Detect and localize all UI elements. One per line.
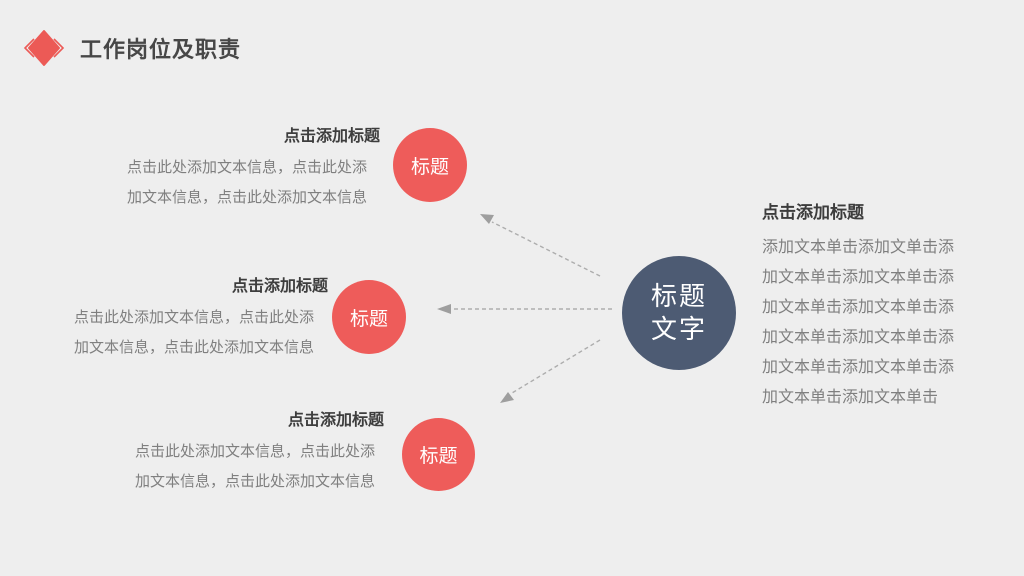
detail-block-2: 点击添加标题 点击此处添加文本信息，点击此处添 加文本信息，点击此处添加文本信息 bbox=[42, 276, 346, 363]
summary-body-line: 加文本单击添加文本单击添 bbox=[762, 269, 955, 286]
detail-block-3-body: 点击此处添加文本信息，点击此处添 加文本信息，点击此处添加文本信息 bbox=[108, 437, 402, 497]
detail-block-3-title: 点击添加标题 bbox=[287, 412, 384, 429]
summary-body-line: 加文本单击添加文本单击添 bbox=[762, 329, 955, 346]
summary-block: 点击添加标题 添加文本单击添加文单击添 加文本单击添加文本单击添 加文本单击添加… bbox=[762, 201, 1002, 413]
detail-block-3: 点击添加标题 点击此处添加文本信息，点击此处添 加文本信息，点击此处添加文本信息 bbox=[108, 410, 402, 497]
arrow-line-bottom bbox=[511, 339, 601, 394]
arrowhead-top-icon bbox=[480, 214, 494, 224]
center-circle: 标题 文字 bbox=[622, 256, 736, 370]
topic-circle-1: 标题 bbox=[393, 128, 467, 202]
detail-block-1: 点击添加标题 点击此处添加文本信息，点击此处添 加文本信息，点击此处添加文本信息 bbox=[96, 126, 398, 213]
diamond-icon bbox=[22, 26, 66, 70]
detail-block-2-title: 点击添加标题 bbox=[231, 278, 328, 295]
slide-header: 工作岗位及职责 bbox=[22, 26, 241, 70]
summary-body-line: 加文本单击添加文本单击添 bbox=[762, 299, 955, 316]
detail-block-3-body-line1: 点击此处添加文本信息，点击此处添 bbox=[134, 443, 375, 460]
center-circle-label-line1: 标题 bbox=[650, 281, 707, 311]
summary-body-line: 添加文本单击添加文单击添 bbox=[762, 239, 955, 256]
summary-block-body: 添加文本单击添加文单击添 加文本单击添加文本单击添 加文本单击添加文本单击添 加… bbox=[762, 233, 1002, 413]
arrowhead-bottom-icon bbox=[500, 392, 514, 403]
arrow-line-top bbox=[491, 221, 601, 277]
detail-block-1-title: 点击添加标题 bbox=[283, 128, 380, 145]
detail-block-2-body-line1: 点击此处添加文本信息，点击此处添 bbox=[73, 309, 314, 326]
slide-title: 工作岗位及职责 bbox=[80, 37, 242, 62]
detail-block-2-body: 点击此处添加文本信息，点击此处添 加文本信息，点击此处添加文本信息 bbox=[42, 303, 346, 363]
summary-body-line: 加文本单击添加文本单击 bbox=[762, 389, 939, 406]
summary-block-title: 点击添加标题 bbox=[762, 203, 864, 222]
detail-block-3-body-line2: 加文本信息，点击此处添加文本信息 bbox=[134, 473, 375, 490]
detail-block-1-body: 点击此处添加文本信息，点击此处添 加文本信息，点击此处添加文本信息 bbox=[96, 153, 398, 213]
arrowhead-middle-icon bbox=[437, 304, 451, 314]
summary-body-line: 加文本单击添加文本单击添 bbox=[762, 359, 955, 376]
topic-circle-3: 标题 bbox=[402, 418, 475, 491]
topic-circle-2: 标题 bbox=[332, 280, 406, 354]
detail-block-1-body-line1: 点击此处添加文本信息，点击此处添 bbox=[126, 159, 367, 176]
detail-block-1-body-line2: 加文本信息，点击此处添加文本信息 bbox=[126, 189, 367, 206]
center-circle-label-line2: 文字 bbox=[650, 314, 707, 344]
detail-block-2-body-line2: 加文本信息，点击此处添加文本信息 bbox=[73, 339, 314, 356]
